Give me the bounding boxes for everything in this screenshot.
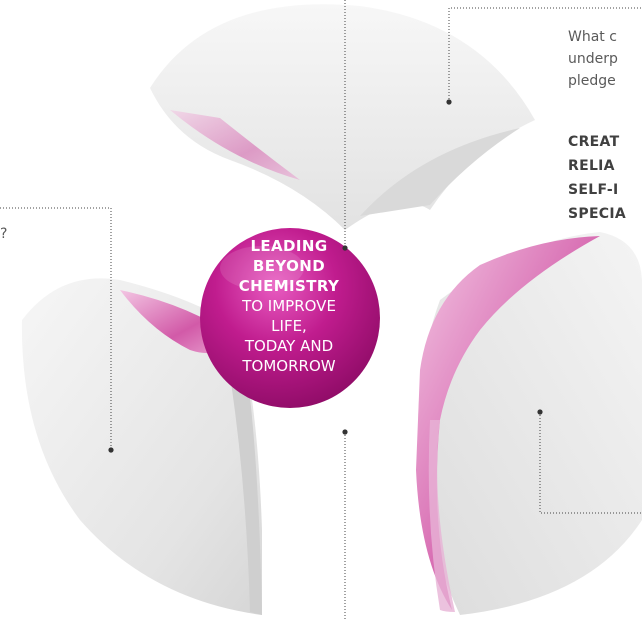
center-title-line-2: BEYOND [252, 257, 326, 275]
value-item-1: CREAT [568, 134, 620, 150]
side-paragraph-line-1: What c [568, 29, 617, 45]
center-sphere [200, 228, 380, 408]
right-petal [416, 232, 642, 615]
side-paragraph-line-2: underp [568, 51, 618, 67]
dot-sphere-bottom [342, 429, 348, 435]
connector-dots [108, 99, 543, 453]
connector-right [539, 412, 642, 514]
dot-left-petal [108, 447, 114, 453]
left-text-fragment: ? [0, 226, 8, 242]
dot-top-petal [446, 99, 452, 105]
value-item-4: SPECIA [568, 206, 627, 222]
dot-right-petal [537, 409, 543, 415]
center-title-line-1: LEADING [250, 237, 328, 255]
center-label: LEADING BEYOND CHEMISTRY TO IMPROVE LIFE… [224, 236, 354, 376]
sphere-highlight [220, 246, 304, 290]
center-subtitle-line-1: TO IMPROVE LIFE, [242, 297, 336, 335]
connector-top-right [448, 7, 642, 102]
side-paragraph-line-3: pledge [568, 73, 616, 89]
center-subtitle-line-3: TOMORROW [242, 357, 336, 375]
top-petal [150, 4, 535, 230]
dot-sphere-top [342, 245, 348, 251]
value-item-2: RELIA [568, 158, 615, 174]
side-paragraph: What c underp pledge [568, 26, 642, 92]
value-item-3: SELF-I [568, 182, 619, 198]
center-title-line-3: CHEMISTRY [238, 277, 340, 295]
connector-left [0, 207, 112, 450]
center-subtitle-line-2: TODAY AND [244, 337, 334, 355]
values-list: CREAT RELIA SELF-I SPECIA [568, 130, 626, 226]
